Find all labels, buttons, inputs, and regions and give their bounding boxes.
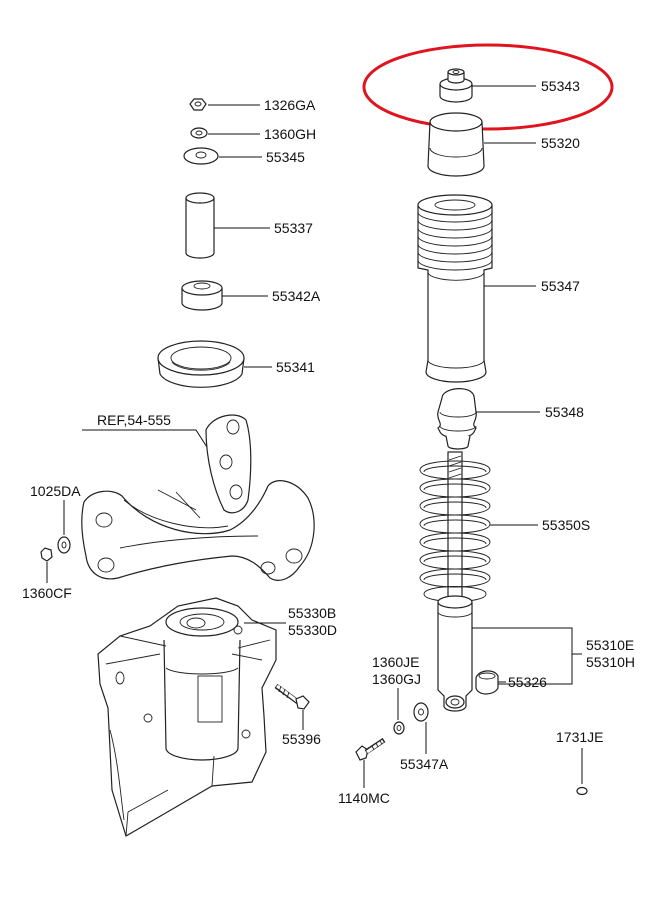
- label-1731je: 1731JE: [556, 729, 603, 745]
- part-55350s-coil-spring: [419, 451, 491, 603]
- leader-55310: [472, 627, 573, 685]
- part-55337-tube: [185, 192, 215, 259]
- label-55347: 55347: [541, 278, 580, 294]
- label-55345: 55345: [266, 149, 305, 165]
- label-1360gh: 1360GH: [264, 126, 316, 142]
- part-55347-dust-boot: [417, 194, 493, 383]
- highlight-ellipse: [362, 43, 614, 131]
- label-55330d: 55330D: [288, 622, 337, 638]
- part-55310-shock-absorber: [437, 595, 473, 712]
- label-55343: 55343: [541, 78, 580, 94]
- label-55330b: 55330B: [288, 605, 336, 621]
- part-1731je-plug: [576, 786, 588, 796]
- part-1140mc-bolt: [355, 737, 386, 761]
- part-55345-washer: [183, 147, 219, 165]
- label-1360gj: 1360GJ: [372, 671, 421, 687]
- label-ref-54-555: REF,54-555: [97, 412, 171, 428]
- part-55326-bushing: [475, 670, 499, 695]
- leader-ref: [82, 429, 215, 459]
- part-1025da-washer: [57, 536, 71, 554]
- label-55396: 55396: [282, 731, 321, 747]
- part-55396-bolt: [274, 683, 310, 710]
- label-55310h: 55310H: [586, 654, 635, 670]
- label-1360je: 1360JE: [372, 654, 419, 670]
- label-55310e: 55310E: [586, 637, 634, 653]
- part-1326ga-nut: [189, 98, 207, 111]
- part-upper-control-arm: [81, 414, 315, 581]
- label-55337: 55337: [274, 220, 313, 236]
- label-55326: 55326: [508, 674, 547, 690]
- part-55343-bushing: [439, 68, 473, 103]
- part-1360je-nut: [393, 721, 405, 735]
- label-1140mc: 1140MC: [338, 790, 390, 806]
- label-55350s: 55350S: [542, 517, 590, 533]
- part-1360gh-washer: [190, 127, 208, 139]
- label-55320: 55320: [541, 135, 580, 151]
- label-1360cf: 1360CF: [22, 585, 72, 601]
- label-1025da: 1025DA: [30, 483, 81, 499]
- part-55320-cap: [427, 112, 485, 177]
- part-1360cf-nut: [40, 547, 53, 562]
- label-55347a: 55347A: [400, 756, 449, 772]
- label-55341: 55341: [276, 359, 315, 375]
- label-1326ga: 1326GA: [264, 97, 316, 113]
- label-55342a: 55342A: [272, 288, 321, 304]
- part-55347a-washer: [413, 702, 429, 722]
- part-55342a-bushing: [181, 280, 223, 311]
- label-55348: 55348: [545, 404, 584, 420]
- part-55330-strut-housing: [97, 597, 277, 837]
- part-55341-rubber-seat: [157, 340, 245, 388]
- part-55348-bump-stop: [437, 388, 477, 450]
